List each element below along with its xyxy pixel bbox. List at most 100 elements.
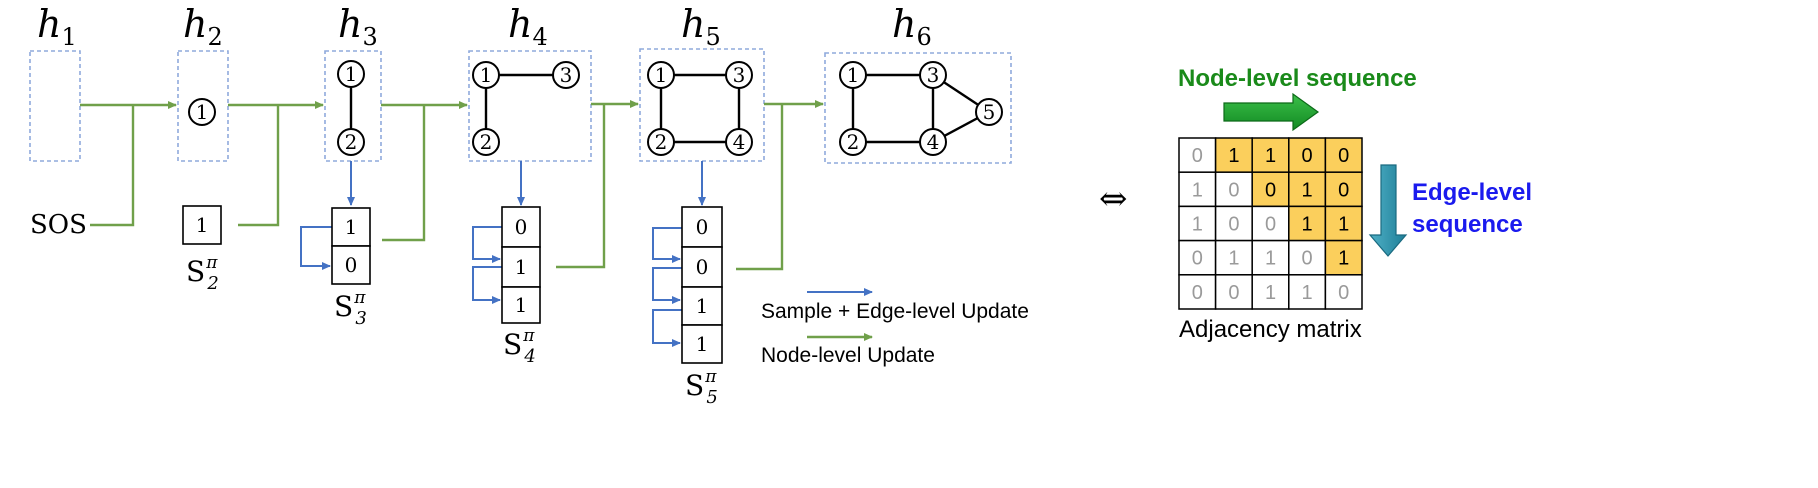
- matrix-cell-r2-c4: 1: [1324, 205, 1363, 242]
- matrix-cell-r1-c1: 0: [1214, 171, 1253, 208]
- matrix-cell-r2-c0: 1: [1178, 205, 1217, 242]
- state-label-h1: h1: [37, 2, 77, 51]
- svg-text:0: 0: [515, 215, 528, 239]
- edge-level-sequence-label-line2: sequence: [1412, 211, 1523, 238]
- matrix-panel: Node-level sequence Edge-level sequence …: [1178, 65, 1532, 343]
- svg-text:2: 2: [655, 130, 668, 154]
- svg-text:2: 2: [345, 130, 358, 154]
- node-h5-3: 3: [725, 61, 753, 89]
- matrix-cell-r4-c3: 1: [1288, 274, 1327, 310]
- node-h6-4: 4: [919, 128, 947, 156]
- green-input-s4: [556, 104, 606, 269]
- seq-s4-cell-2: 1: [501, 286, 541, 324]
- seq-s5-cell-2: 1: [681, 286, 723, 326]
- seq-s4-cell-1: 1: [501, 246, 541, 288]
- svg-text:0: 0: [1302, 145, 1313, 167]
- node-h5-2: 2: [647, 128, 675, 156]
- node-h4-3: 3: [552, 61, 580, 89]
- adjacency-matrix-caption: Adjacency matrix: [1179, 316, 1362, 343]
- svg-text:1: 1: [696, 332, 709, 356]
- svg-text:0: 0: [1265, 214, 1276, 236]
- node-h4-2: 2: [472, 128, 500, 156]
- svg-text:0: 0: [696, 215, 709, 239]
- svg-text:0: 0: [1192, 248, 1203, 270]
- svg-text:0: 0: [1302, 248, 1313, 270]
- svg-text:1: 1: [1302, 179, 1313, 201]
- svg-text:1: 1: [1302, 214, 1313, 236]
- svg-text:2: 2: [480, 130, 493, 154]
- svg-text:0: 0: [1228, 214, 1239, 236]
- node-h6-2: 2: [839, 128, 867, 156]
- state-label-h2: h2: [183, 2, 223, 51]
- legend-edge-update-text: Sample + Edge-level Update: [761, 300, 1029, 323]
- seq-s3-cell-0: 1: [331, 207, 371, 247]
- svg-text:1: 1: [696, 294, 709, 318]
- matrix-cell-r2-c1: 0: [1214, 205, 1253, 242]
- green-input-s3: [382, 105, 426, 242]
- node-h3-2: 2: [337, 128, 365, 156]
- matrix-cell-r3-c2: 1: [1251, 239, 1290, 276]
- edge-level-sequence-label-line1: Edge-level: [1412, 179, 1532, 206]
- matrix-cell-r0-c0: 0: [1178, 137, 1217, 173]
- svg-text:0: 0: [696, 255, 709, 279]
- sos-label: SOS: [30, 210, 87, 240]
- legend: Sample + Edge-level Update Node-level Up…: [761, 288, 1029, 367]
- blue-loop-s3-1: [300, 226, 332, 270]
- green-input-sos: [90, 105, 135, 227]
- svg-text:2: 2: [847, 130, 860, 154]
- svg-text:1: 1: [480, 63, 493, 87]
- svg-text:5: 5: [983, 100, 996, 124]
- matrix-cell-r3-c3: 0: [1288, 239, 1327, 276]
- svg-text:1: 1: [1265, 282, 1276, 304]
- blue-loop-s4-2: [472, 266, 502, 304]
- svg-text:1: 1: [1265, 248, 1276, 270]
- svg-text:0: 0: [1192, 145, 1203, 167]
- edge-level-arrows: [300, 161, 706, 347]
- svg-text:1: 1: [1265, 145, 1276, 167]
- node-h3-1: 1: [337, 60, 365, 88]
- matrix-cell-r1-c3: 1: [1288, 171, 1327, 208]
- state-label-h6: h6: [892, 2, 932, 51]
- svg-text:1: 1: [1192, 214, 1203, 236]
- node-h5-1: 1: [647, 61, 675, 89]
- edge-level-sequence-arrow: [1368, 164, 1408, 257]
- svg-text:1: 1: [1192, 179, 1203, 201]
- state-label-h3: h3: [338, 2, 378, 51]
- svg-text:1: 1: [655, 63, 668, 87]
- green-input-s2: [238, 105, 280, 227]
- svg-text:1: 1: [1338, 248, 1349, 270]
- matrix-cell-r1-c4: 0: [1324, 171, 1363, 208]
- matrix-cell-r1-c0: 1: [1178, 171, 1217, 208]
- seq-s4-cell-0: 0: [501, 206, 541, 248]
- matrix-cell-r0-c3: 0: [1288, 137, 1327, 173]
- node-h2-1: 1: [188, 98, 216, 126]
- svg-text:0: 0: [1228, 282, 1239, 304]
- matrix-cell-r0-c4: 0: [1324, 137, 1363, 173]
- graph-nodes: 1 1 2 1 3 2 1 3 2 4 1 3 2 4 5: [188, 60, 1003, 156]
- svg-text:0: 0: [345, 253, 358, 277]
- legend-node-update-text: Node-level Update: [761, 344, 935, 367]
- svg-text:0: 0: [1192, 282, 1203, 304]
- matrix-cell-r3-c0: 0: [1178, 239, 1217, 276]
- seq-s5-cell-3: 1: [681, 324, 723, 364]
- state-box-h1: [29, 50, 81, 162]
- svg-text:1: 1: [1228, 145, 1239, 167]
- svg-text:4: 4: [733, 130, 746, 154]
- seq-s3-cell-1: 0: [331, 245, 371, 285]
- blue-loop-s5-1: [652, 227, 682, 263]
- svg-text:1: 1: [345, 62, 358, 86]
- matrix-cell-r0-c1: 1: [1214, 137, 1253, 173]
- matrix-cell-r4-c0: 0: [1178, 274, 1217, 310]
- svg-text:1: 1: [345, 215, 358, 239]
- blue-loop-s4-1: [472, 226, 502, 263]
- green-input-s5: [736, 104, 784, 271]
- node-h6-1: 1: [839, 61, 867, 89]
- matrix-cell-r4-c1: 0: [1214, 274, 1253, 310]
